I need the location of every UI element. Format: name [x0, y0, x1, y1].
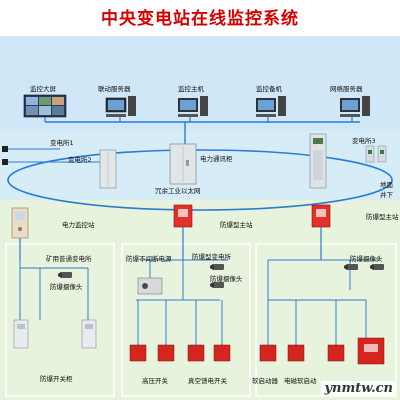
ex-substation-label: 防爆型变电所	[192, 253, 231, 261]
camera-mid-1-icon	[210, 264, 224, 270]
hv-switch-label: 高压开关	[142, 377, 168, 385]
comm-cabinet	[169, 143, 197, 185]
mid-band	[0, 131, 400, 200]
panel-right	[255, 243, 397, 397]
soft-starter-icon	[259, 344, 277, 362]
em-soft-starter-3-icon	[357, 337, 385, 365]
ring-network	[7, 149, 393, 211]
explosion-master-left-label: 防爆型主站	[220, 221, 253, 229]
ex-switch-cabinet-label: 防爆开关柜	[40, 375, 73, 383]
power-monitor-label: 电力监控站	[62, 221, 95, 229]
network-server-icon	[340, 96, 370, 117]
monitor-backup-label: 监控备机	[256, 85, 282, 93]
network-server-label: 网络服务器	[330, 85, 363, 93]
comm-cabinet-label: 电力通讯柜	[200, 155, 233, 163]
ex-camera-2-label: 防爆摄像头	[210, 275, 243, 283]
camera-left-icon	[58, 272, 72, 278]
watermark: ynmtw.cn	[321, 381, 396, 396]
substation-1-cabinet	[2, 146, 60, 152]
panel-left	[5, 243, 115, 397]
em-soft-starter-2-icon	[327, 344, 345, 362]
hv-switch-1-icon	[129, 344, 147, 362]
vacuum-switch-label: 真空馈电开关	[188, 377, 227, 385]
substation-1-label: 变电所1	[50, 139, 74, 147]
explosion-master-left-icon	[173, 204, 193, 228]
ground-label: 地面	[380, 181, 393, 189]
soft-starter-label: 软启动器	[252, 377, 278, 385]
ring-network-label: 冗余工业以太网	[155, 187, 201, 195]
linkage-server-icon	[105, 96, 136, 117]
mine-substation-label: 矿用普通变电所	[46, 255, 92, 263]
vacuum-switch-2-icon	[213, 344, 231, 362]
ups-icon	[137, 277, 163, 295]
panel-mid	[121, 243, 251, 397]
camera-mid-2-icon	[210, 282, 224, 288]
monitor-host-icon	[178, 96, 208, 117]
ex-camera-1-label: 防爆摄像头	[50, 283, 83, 291]
camera-right-2-icon	[370, 264, 384, 270]
hv-switch-2-icon	[157, 344, 175, 362]
substation-3-label: 变电所3	[352, 137, 376, 145]
underground-label: 井下	[380, 191, 393, 199]
explosion-master-right-icon	[311, 204, 331, 228]
substation-2-cabinet	[2, 149, 117, 189]
substation-3-cabinet	[309, 133, 387, 189]
big-screen-label: 监控大屏	[30, 85, 56, 93]
substation-2-label: 变电所2	[68, 156, 92, 164]
switch-cabinet-left-1-icon	[13, 319, 29, 349]
monitor-host-label: 监控主机	[178, 85, 204, 93]
linkage-server-label: 联动服务器	[98, 85, 131, 93]
em-soft-starter-label: 电磁软启动	[284, 377, 317, 385]
big-screen-icon	[23, 94, 67, 118]
monitor-backup-icon	[256, 96, 286, 117]
ex-camera-3-label: 防爆摄像头	[350, 255, 383, 263]
power-monitor-station-icon	[11, 207, 29, 239]
vacuum-switch-1-icon	[187, 344, 205, 362]
camera-right-1-icon	[344, 264, 358, 270]
ups-label: 防爆不间断电源	[126, 255, 172, 263]
em-soft-starter-1-icon	[287, 344, 305, 362]
explosion-master-right-label: 防爆型主站	[366, 213, 399, 221]
page-title: 中央变电站在线监控系统	[101, 9, 299, 29]
switch-cabinet-left-2-icon	[81, 319, 97, 349]
